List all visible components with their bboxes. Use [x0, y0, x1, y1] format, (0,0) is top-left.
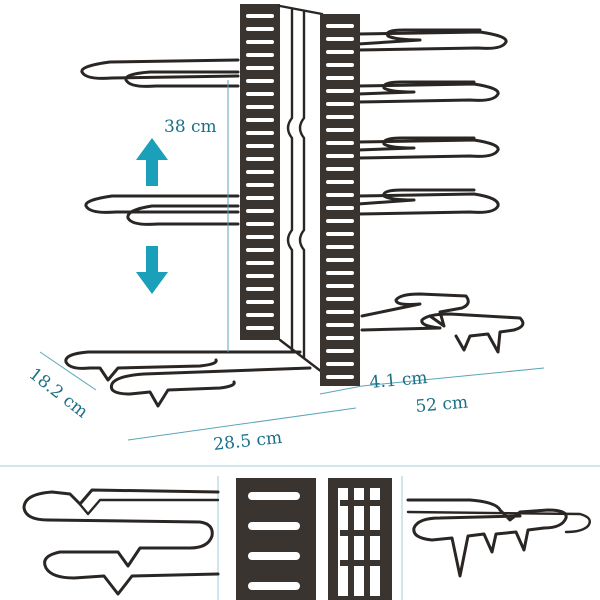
panel-slot	[246, 92, 274, 96]
panel-slot	[326, 375, 354, 379]
panel-slot	[246, 274, 274, 278]
total-width-label: 52 cm	[415, 392, 469, 417]
panel-slot	[326, 206, 354, 210]
panel-slot	[246, 313, 274, 317]
slot-width-label: 4.1 cm	[369, 368, 429, 393]
panel-slot	[246, 14, 274, 18]
panel-slot	[326, 128, 354, 132]
panel-slot	[246, 300, 274, 304]
panel-slot	[246, 248, 274, 252]
panel-slot	[246, 222, 274, 226]
rack-main-view: 38 cm 18.2 cm 28.5 cm 4.1 cm 52 cm	[25, 4, 545, 455]
panel-slot	[326, 310, 354, 314]
arrow-up-icon	[136, 138, 168, 186]
height-label: 38 cm	[164, 117, 217, 137]
panel-slot	[326, 154, 354, 158]
panel-slot	[326, 284, 354, 288]
detail-right-foot	[406, 498, 591, 578]
panel-slot	[326, 219, 354, 223]
left-arms	[80, 58, 240, 226]
panel-slot	[246, 53, 274, 57]
panel-slot	[246, 235, 274, 239]
panel-slot	[326, 349, 354, 353]
panel-slot	[246, 79, 274, 83]
detail-slotted-panel	[236, 476, 403, 600]
dimension-lines	[39, 80, 545, 441]
depth-label: 18.2 cm	[25, 364, 92, 422]
slotted-panel-front	[320, 14, 360, 386]
panel-slot	[246, 40, 274, 44]
panel-slot	[326, 115, 354, 119]
panel-slot	[246, 287, 274, 291]
panel-slot	[326, 141, 354, 145]
panel-slot	[326, 245, 354, 249]
panel-slot	[246, 196, 274, 200]
panel-slot	[326, 89, 354, 93]
panel-slot	[246, 209, 274, 213]
base-left	[64, 350, 312, 408]
panel-slot	[326, 76, 354, 80]
panel-slot	[246, 170, 274, 174]
panel-slot	[326, 336, 354, 340]
right-arms	[356, 28, 508, 216]
panel-slot	[326, 297, 354, 301]
panel-slot	[326, 271, 354, 275]
panel-slot	[326, 362, 354, 366]
detail-base-foot	[22, 476, 220, 600]
panel-slot	[326, 258, 354, 262]
panel-slot	[326, 37, 354, 41]
panel-slot	[326, 50, 354, 54]
panel-slot	[326, 24, 354, 28]
panel-slot	[246, 183, 274, 187]
panel-slot	[326, 63, 354, 67]
panel-slot	[326, 232, 354, 236]
panel-slot	[246, 105, 274, 109]
panel-slot	[246, 157, 274, 161]
panel-slot	[326, 193, 354, 197]
panel-slot	[246, 261, 274, 265]
panel-slot	[326, 102, 354, 106]
panel-slot	[326, 180, 354, 184]
base-right	[360, 292, 525, 354]
panel-slot	[246, 118, 274, 122]
detail-strip	[0, 468, 600, 600]
panel-slot	[246, 66, 274, 70]
panel-slot	[246, 27, 274, 31]
arrow-down-icon	[136, 246, 168, 294]
panel-slot	[326, 167, 354, 171]
panel-slot	[246, 144, 274, 148]
rod-frame	[278, 4, 324, 374]
base-width-label: 28.5 cm	[212, 428, 283, 455]
panel-slot	[246, 326, 274, 330]
panel-slot	[326, 323, 354, 327]
slotted-panel-back	[240, 4, 280, 340]
panel-slot	[246, 131, 274, 135]
